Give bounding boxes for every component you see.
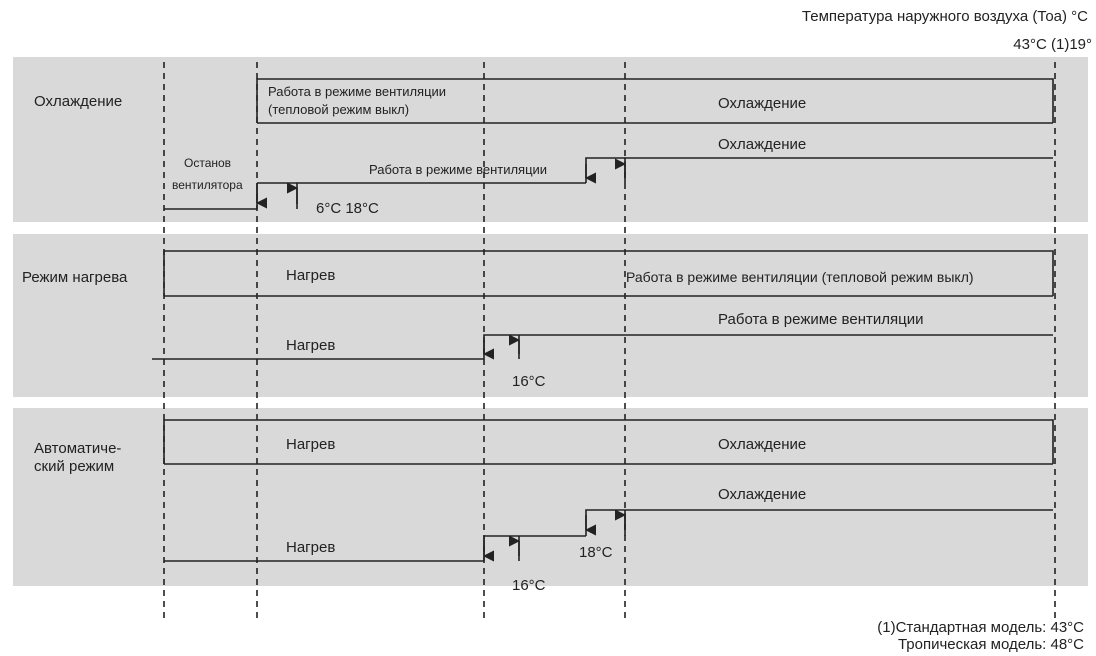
heating-mode-label: Режим нагрева [22,269,128,286]
auto-lower-heat: Нагрев [286,539,336,556]
auto-band [13,408,1088,586]
auto-upper-heat: Нагрев [286,436,336,453]
heating-upper-fan: Работа в режиме вентиляции (тепловой реж… [626,269,974,285]
auto-threshold-high: 18°C [579,544,613,561]
footnote-standard: (1)Стандартная модель: 43°C [877,619,1084,636]
footnote-tropical: Тропическая модель: 48°C [897,636,1084,653]
cooling-upper-mode-line [256,78,1054,123]
auto-threshold-low: 16°C [512,577,546,594]
cooling-fan-mode-lower: Работа в режиме вентиляции [369,162,548,177]
cooling-lower-cooling: Охлаждение [718,136,807,153]
heating-lower-heat: Нагрев [286,337,336,354]
cooling-fan-stop-line1: Останов [184,156,232,170]
cooling-fan-mode-line2: (тепловой режим выкл) [268,102,410,117]
cooling-thresholds: 6°C 18°C [316,200,379,217]
auto-mode-label-line1: Автоматиче- [34,440,122,457]
heating-upper-heat: Нагрев [286,267,336,284]
heating-lower-fan: Работа в режиме вентиляции [718,311,924,328]
heating-threshold: 16°C [512,373,546,390]
heating-upper-mode-line [163,250,1054,296]
cooling-mode-label: Охлаждение [34,93,123,110]
cooling-fan-stop-line2: вентилятора [172,178,243,192]
auto-upper-mode-line [163,419,1054,464]
auto-mode-label-line2: ский режим [34,458,115,475]
auto-upper-cool: Охлаждение [718,436,807,453]
axis-title: Температура наружного воздуха (Тоа) °C [801,8,1088,25]
heating-band [13,234,1088,397]
cooling-upper-cooling: Охлаждение [718,95,807,112]
auto-lower-cool: Охлаждение [718,486,807,503]
cooling-band [13,57,1088,222]
axis-value: 43°C (1)19° [1013,36,1092,53]
cooling-fan-mode-line1: Работа в режиме вентиляции [268,84,447,99]
